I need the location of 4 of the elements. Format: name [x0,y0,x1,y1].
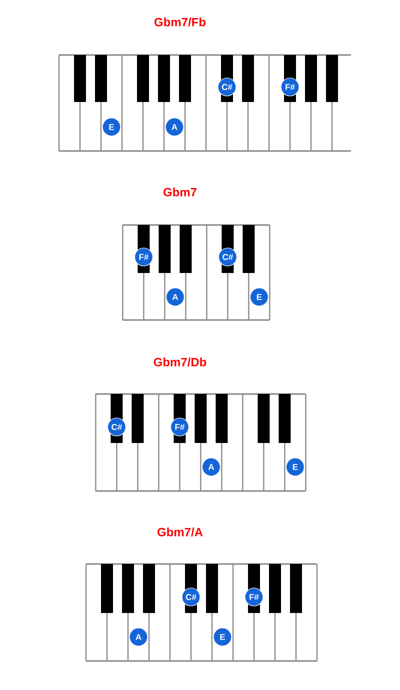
chord-title: Gbm7/A [157,528,203,536]
chord-title: Gbm7/Fb [154,18,206,26]
chord-title: Gbm7 [163,188,196,196]
chord-title: Gbm7/Db [154,358,206,366]
